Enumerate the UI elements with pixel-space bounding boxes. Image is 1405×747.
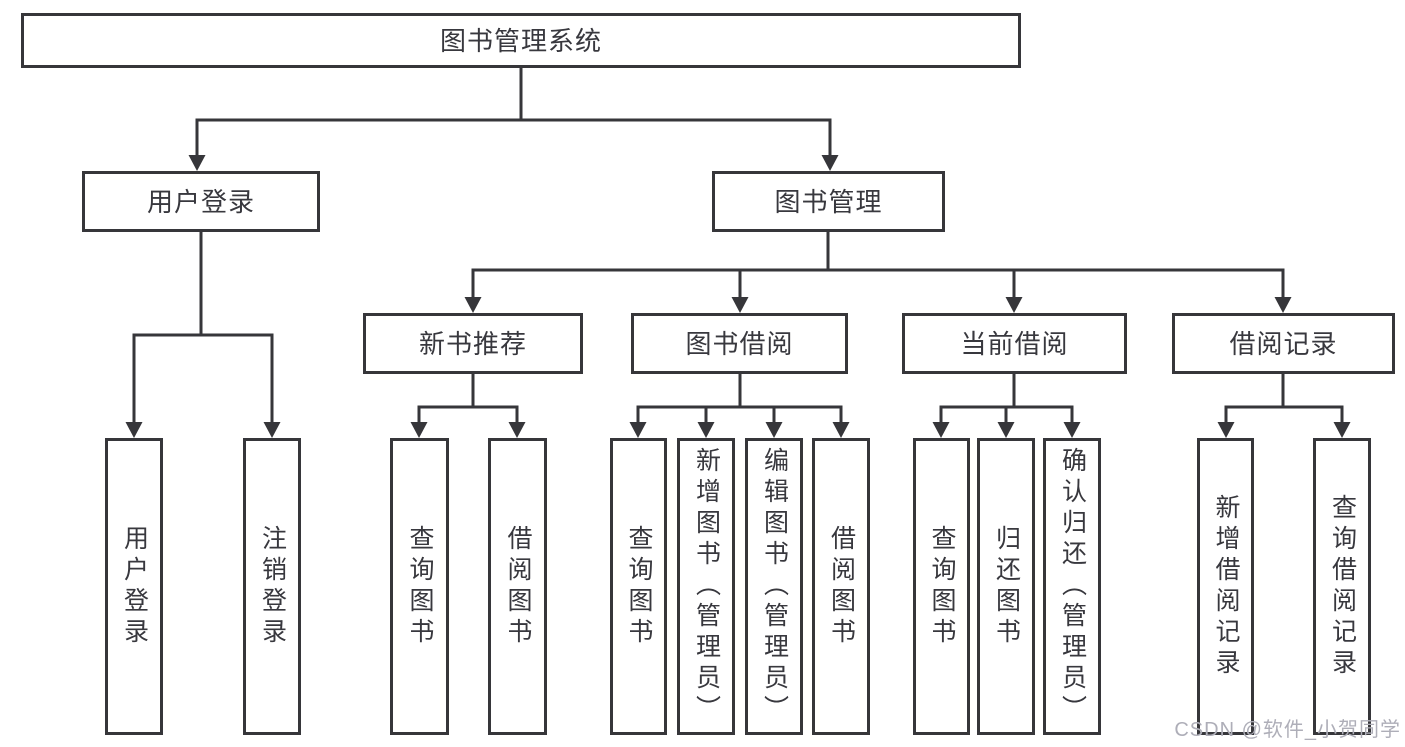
csdn-watermark: CSDN @软件_小贺同学 bbox=[1174, 719, 1401, 741]
leaf-borrowing-borrow-books: 借阅图书 bbox=[812, 438, 870, 735]
leaf-user-login: 用户登录 bbox=[105, 438, 163, 735]
connector-current-borrowing-branch bbox=[939, 374, 1074, 424]
arrowhead bbox=[765, 422, 783, 438]
leaf-logout: 注销登录 bbox=[243, 438, 301, 735]
connector-root-branch bbox=[195, 68, 832, 158]
leaf-newbooks-borrow-books: 借阅图书 bbox=[488, 438, 547, 735]
leaf-current-confirm-return-admin: 确认归还（管理员） bbox=[1043, 438, 1101, 735]
arrowhead bbox=[832, 422, 850, 438]
arrowhead bbox=[932, 422, 950, 438]
arrowhead bbox=[464, 297, 482, 313]
leaf-current-query-books: 查询图书 bbox=[913, 438, 970, 735]
leaf-borrowing-query-books: 查询图书 bbox=[610, 438, 667, 735]
arrowhead bbox=[1217, 422, 1235, 438]
arrowhead bbox=[997, 422, 1015, 438]
connector-user-login-branch bbox=[132, 232, 274, 424]
connector-new-books-branch bbox=[417, 374, 519, 424]
arrowhead bbox=[188, 155, 206, 171]
leaf-borrowing-edit-books-admin: 编辑图书（管理员） bbox=[745, 438, 803, 735]
leaf-records-query-borrow-record: 查询借阅记录 bbox=[1313, 438, 1371, 735]
node-book-borrowing: 图书借阅 bbox=[631, 313, 848, 374]
leaf-borrowing-add-books-admin: 新增图书（管理员） bbox=[677, 438, 735, 735]
arrowhead bbox=[1063, 422, 1081, 438]
arrowhead bbox=[1333, 422, 1351, 438]
arrowhead bbox=[263, 422, 281, 438]
leaf-current-return-books: 归还图书 bbox=[977, 438, 1035, 735]
connector-book-borrowing-branch bbox=[636, 374, 843, 424]
arrowhead bbox=[1274, 297, 1292, 313]
leaf-records-add-borrow-record: 新增借阅记录 bbox=[1197, 438, 1254, 735]
node-new-book-recommendation: 新书推荐 bbox=[363, 313, 583, 374]
node-library-management-system: 图书管理系统 bbox=[21, 13, 1021, 68]
arrowhead bbox=[1005, 297, 1023, 313]
node-user-login: 用户登录 bbox=[82, 171, 320, 232]
arrowhead bbox=[821, 155, 839, 171]
arrowhead bbox=[629, 422, 647, 438]
arrowhead bbox=[508, 422, 526, 438]
node-borrowing-records: 借阅记录 bbox=[1172, 313, 1395, 374]
leaf-newbooks-query-books: 查询图书 bbox=[390, 438, 449, 735]
connector-borrowing-records-branch bbox=[1224, 374, 1344, 424]
arrowhead bbox=[731, 297, 749, 313]
node-current-borrowing: 当前借阅 bbox=[902, 313, 1127, 374]
arrowhead bbox=[410, 422, 428, 438]
connector-book-mgmt-branch bbox=[471, 232, 1285, 299]
node-book-management: 图书管理 bbox=[712, 171, 945, 232]
arrowhead bbox=[697, 422, 715, 438]
arrowhead bbox=[125, 422, 143, 438]
